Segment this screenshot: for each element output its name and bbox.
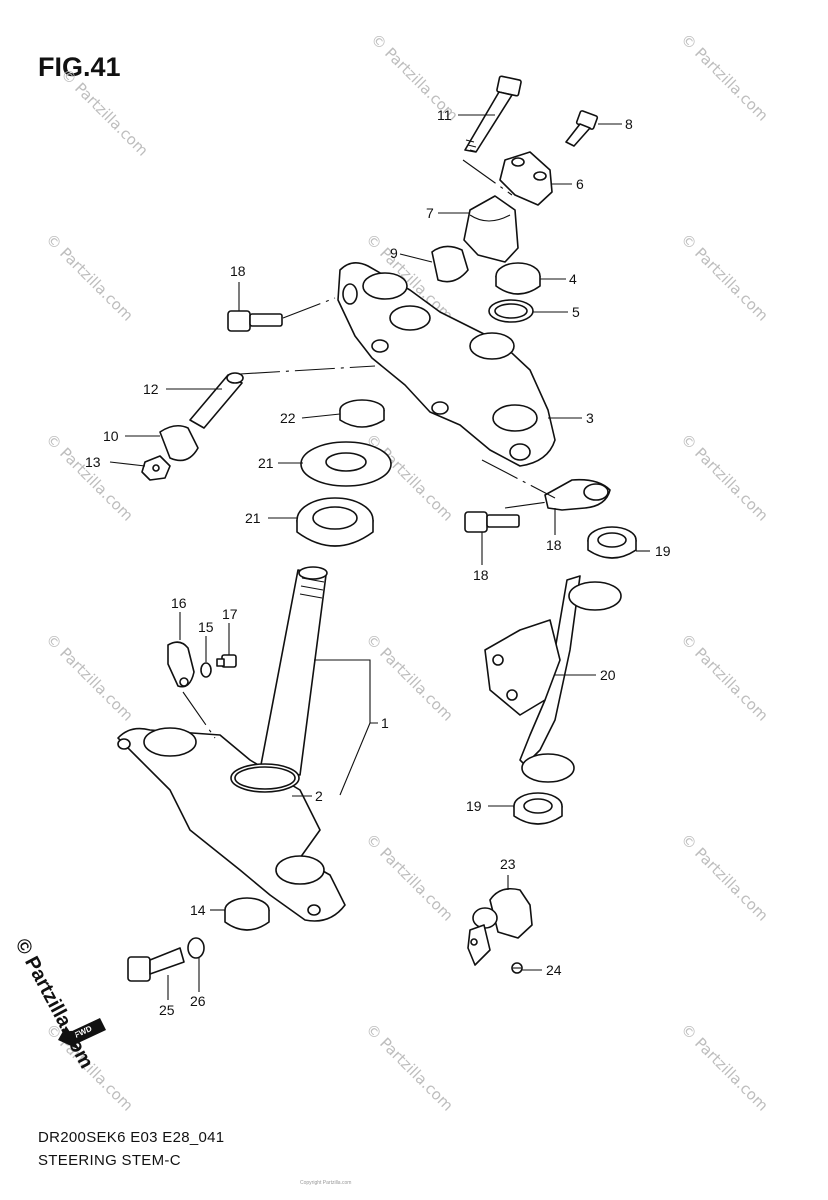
figure-code: DR200SEK6 E03 E28_041 <box>38 1129 225 1146</box>
copyright-notice: Copyright Partzilla.com <box>300 1180 352 1186</box>
part-22-bearing <box>296 497 374 547</box>
callout-23: 21 <box>258 455 274 471</box>
callout-18: 18 <box>473 567 489 583</box>
part-18-bolt-lower <box>464 511 520 533</box>
alignment-lines <box>182 159 556 739</box>
watermark: © Partzilla.com <box>42 630 137 725</box>
callout-4: 4 <box>569 271 577 287</box>
callout-20: 20 <box>600 667 616 683</box>
part-9-rubber <box>431 245 469 283</box>
callout-8: 8 <box>625 116 633 132</box>
part-18-bolt-upper <box>227 310 283 332</box>
part-4-cap <box>495 262 541 295</box>
part-17-bolt <box>216 654 237 668</box>
part-16-clamp <box>167 641 195 688</box>
watermark: © Partzilla.com <box>57 65 152 160</box>
callout-16: 16 <box>171 595 187 611</box>
callout-26: 24 <box>546 962 562 978</box>
watermark: © Partzilla.com <box>42 430 137 525</box>
watermark: © Partzilla.com <box>362 1020 457 1115</box>
part-26-screw <box>511 962 523 974</box>
part-20-bracket <box>484 575 622 783</box>
callout-11: 11 <box>437 107 452 123</box>
part-28-washer <box>187 937 205 959</box>
leader-lines <box>109 114 650 1000</box>
part-23-washer <box>300 441 392 487</box>
callout-14: 14 <box>190 902 206 918</box>
callout-24: 22 <box>280 410 296 426</box>
callout-12: 12 <box>143 381 159 397</box>
callout-13: 13 <box>85 454 101 470</box>
part-6-holder <box>499 151 553 206</box>
callout-22: 21 <box>245 510 261 526</box>
watermark: © Partzilla.com <box>677 630 772 725</box>
part-7-holder <box>463 195 519 263</box>
part-10-cushion <box>159 424 199 462</box>
part-11-bolt <box>464 75 522 153</box>
part-3-upper-bracket <box>337 262 556 467</box>
watermark: © Partzilla.com <box>677 830 772 925</box>
watermark: © Partzilla.com <box>362 830 457 925</box>
callout-15: 15 <box>198 619 214 635</box>
watermark: © Partzilla.com <box>362 630 457 725</box>
callout-3: 3 <box>586 410 594 426</box>
callout-27: 25 <box>159 1002 175 1018</box>
callout-25: 23 <box>500 856 516 872</box>
callout-2: 2 <box>315 788 323 804</box>
callout-5: 5 <box>572 304 580 320</box>
part-8-bolt <box>565 110 599 147</box>
callout-10: 10 <box>103 428 119 444</box>
part-13-nut <box>141 455 171 481</box>
callout-17: 17 <box>222 606 238 622</box>
watermark: © Partzilla.com <box>677 30 772 125</box>
callout-1: 1 <box>381 715 389 731</box>
watermark: © Partzilla.com <box>677 230 772 325</box>
part-25-ignition-switch <box>467 887 533 966</box>
callout-19: 18 <box>546 537 562 553</box>
callout-6: 6 <box>576 176 584 192</box>
part-24-ring-nut <box>339 399 385 428</box>
part-21-grommet-lower <box>513 792 563 825</box>
callout-21: 19 <box>655 543 671 559</box>
part-15-washer <box>200 662 212 678</box>
callout-28: 26 <box>190 993 206 1009</box>
part-27-bolt <box>127 947 185 982</box>
callout-21: 19 <box>466 798 482 814</box>
callout-labels: 11 8 6 7 9 18 4 5 12 22 3 10 21 13 21 18… <box>85 107 671 1018</box>
watermark: © Partzilla.com <box>677 430 772 525</box>
part-21-grommet-upper <box>587 526 637 559</box>
part-19-clamp <box>544 478 611 511</box>
part-5-ring <box>488 299 534 323</box>
callout-18: 18 <box>230 263 246 279</box>
figure-name: STEERING STEM-C <box>38 1152 181 1169</box>
figure-title: FIG.41 <box>38 52 121 82</box>
watermark-layer: © Partzilla.com © Partzilla.com © Partzi… <box>42 30 772 1115</box>
watermark: © Partzilla.com <box>42 230 137 325</box>
callout-7: 7 <box>426 205 434 221</box>
watermark: © Partzilla.com <box>677 1020 772 1115</box>
part-14-grommet <box>224 897 270 931</box>
part-2-dust-seal <box>234 766 296 790</box>
callout-9: 9 <box>390 245 398 261</box>
part-12-tube <box>189 372 244 429</box>
